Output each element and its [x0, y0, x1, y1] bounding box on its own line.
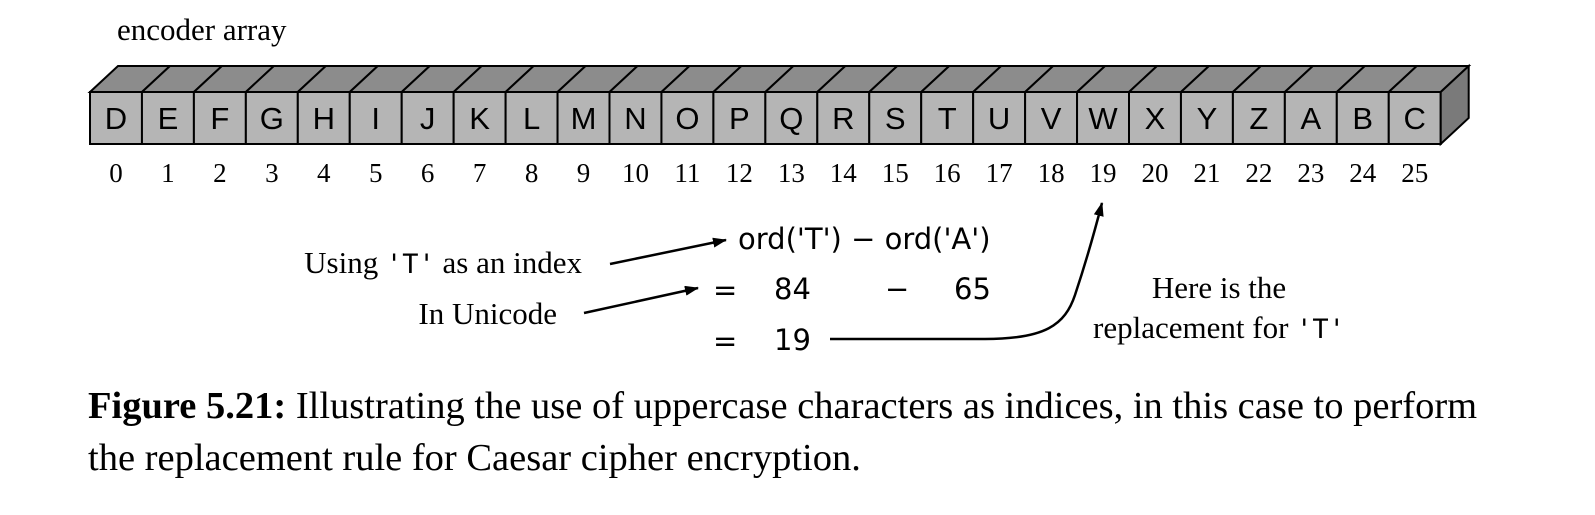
figure-caption: Figure 5.21: Illustrating the use of upp…	[88, 380, 1508, 484]
annotation-here-line-1: Here is the	[1152, 270, 1286, 305]
array-cell	[452, 91, 507, 145]
array-cell-letter: I	[371, 101, 380, 136]
array-cell-letter: H	[313, 101, 335, 136]
array-index-label: 14	[830, 158, 858, 188]
array-cell	[764, 91, 819, 145]
array-cell	[712, 91, 767, 145]
array-cell-letter: T	[938, 101, 957, 136]
annotation-unicode: In Unicode	[418, 296, 557, 331]
array-index-label: 16	[934, 158, 961, 188]
array-cell-letter: W	[1088, 101, 1118, 136]
array-index-label: 22	[1245, 158, 1272, 188]
minus-sign: −	[885, 272, 909, 306]
array-index-label: 9	[577, 158, 591, 188]
here-prefix: replacement for	[1093, 310, 1296, 345]
array-index-label: 18	[1038, 158, 1065, 188]
using-prefix: Using	[304, 245, 386, 280]
array-index-label: 5	[369, 158, 383, 188]
array-cell-letter: Y	[1197, 101, 1218, 136]
array-index-label: 13	[778, 158, 805, 188]
array-cell-letter: Z	[1249, 101, 1268, 136]
array-cell	[660, 91, 715, 145]
array-cell-letter: Q	[779, 101, 803, 136]
array-index-label: 8	[525, 158, 539, 188]
array-cell-letter: D	[105, 101, 127, 136]
arrow-unicode	[583, 285, 699, 315]
array-cell-letter: K	[469, 101, 490, 136]
annotation-here-line-2: replacement for 'T'	[1093, 310, 1345, 345]
array-index-label: 12	[726, 158, 753, 188]
array-index-label: 0	[109, 158, 123, 188]
array-index-label: 6	[421, 158, 435, 188]
figure-text: Illustrating the use of uppercase charac…	[88, 385, 1478, 479]
array-cell-letter: C	[1404, 101, 1426, 136]
array-cell-letter: O	[675, 101, 699, 136]
array-cell-letter: F	[210, 101, 229, 136]
array-index-label: 25	[1401, 158, 1428, 188]
array-cell-letter: P	[729, 101, 750, 136]
array-cell	[1128, 91, 1182, 145]
array-cell	[1387, 91, 1442, 145]
array-cell-letter: U	[988, 101, 1010, 136]
array-cell-letter: S	[885, 101, 906, 136]
array-index-label: 23	[1297, 158, 1324, 188]
array-cell	[348, 91, 403, 145]
array-index-label: 24	[1349, 158, 1377, 188]
equals-sign-1: =	[713, 273, 737, 307]
array-index-label: 21	[1193, 158, 1220, 188]
array-cell-letter: E	[158, 101, 179, 136]
array-index-label: 3	[265, 158, 279, 188]
array-index-label: 10	[622, 158, 649, 188]
array-cell-letter: B	[1352, 101, 1373, 136]
array-index-label: 19	[1090, 158, 1117, 188]
array-index-label: 17	[986, 158, 1013, 188]
array-cell	[296, 91, 351, 145]
annotation-using-index: Using 'T' as an index	[304, 245, 582, 280]
equals-sign-2: =	[713, 324, 737, 358]
array-side-face	[1439, 63, 1470, 147]
array-cell-letter: N	[624, 101, 646, 136]
array-index-label: 2	[213, 158, 227, 188]
array-index-label: 1	[161, 158, 175, 188]
array-cell-letter: M	[571, 101, 597, 136]
array-index-label: 11	[674, 158, 700, 188]
equation-line-1: ord('T') − ord('A')	[738, 222, 991, 256]
value-84: 84	[774, 272, 811, 306]
here-code: 'T'	[1296, 314, 1345, 345]
array-cell-letter: X	[1145, 101, 1166, 136]
array-cell-letter: L	[523, 101, 540, 136]
array-cell	[1179, 91, 1234, 145]
arrow-result-to-index	[830, 202, 1104, 341]
array-index-label: 7	[473, 158, 487, 188]
array-index-label: 15	[882, 158, 909, 188]
array-cell	[1283, 91, 1338, 145]
using-suffix: as an index	[435, 245, 583, 280]
array-label: encoder array	[117, 12, 287, 47]
value-65: 65	[954, 272, 991, 306]
array-cell-letter: A	[1300, 101, 1321, 136]
array-cell-letter: V	[1041, 101, 1062, 136]
array-cell-letter: G	[260, 101, 284, 136]
array-index-label: 20	[1141, 158, 1168, 188]
array-cell-letter: R	[832, 101, 854, 136]
using-code: 'T'	[386, 249, 435, 280]
arrow-using-index	[609, 237, 727, 266]
array-cell	[816, 91, 871, 145]
result-value: 19	[774, 323, 811, 357]
array-cell-letter: J	[420, 101, 436, 136]
array-index-label: 4	[317, 158, 331, 188]
array-cell	[556, 91, 611, 145]
figure-label: Figure 5.21:	[88, 385, 287, 427]
